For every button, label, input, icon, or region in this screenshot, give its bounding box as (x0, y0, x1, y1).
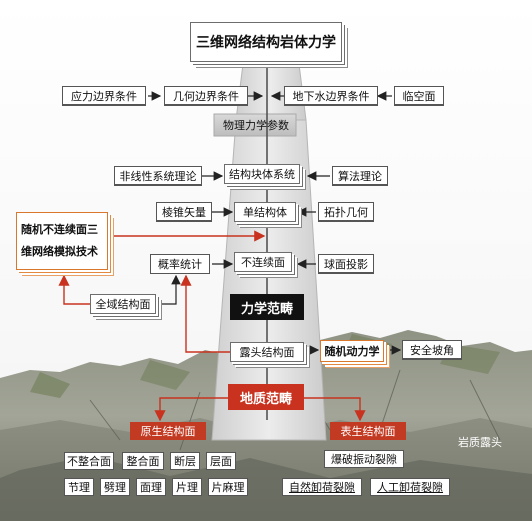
primary-item-cleavage: 劈理 (100, 478, 130, 496)
primary-item-foliation: 面理 (136, 478, 166, 496)
geology-paradigm-box: 地质范畴 (228, 384, 304, 410)
primary-item-gneissosity: 片麻理 (208, 478, 248, 496)
primary-item-fault: 断层 (170, 452, 200, 470)
safe-slope-label: 安全坡角 (410, 343, 454, 357)
probability-label: 概率统计 (158, 258, 202, 271)
free-face-node: 临空面 (394, 86, 444, 106)
spherical-projection-label: 球面投影 (324, 257, 368, 271)
groundwater-boundary-node: 地下水边界条件 (284, 86, 378, 106)
spherical-projection-node: 球面投影 (318, 254, 374, 274)
outcrop-plane-label: 露头结构面 (239, 346, 295, 359)
geometry-boundary-node: 几何边界条件 (164, 86, 248, 106)
title-box: 三维网络结构岩体力学 (190, 22, 342, 62)
primary-planes-header: 原生结构面 (130, 422, 206, 440)
probability-node: 概率统计 (150, 254, 210, 274)
physical-params-node: 物理力学参数 (218, 117, 294, 133)
topology-node: 拓扑几何 (318, 202, 374, 222)
primary-item-conformity: 整合面 (122, 452, 164, 470)
algorithm-theory-label: 算法理论 (338, 169, 382, 183)
global-plane-node: 全域结构面 (90, 294, 156, 314)
epigenetic-planes-header: 表生结构面 (330, 422, 406, 440)
topology-label: 拓扑几何 (324, 205, 368, 219)
primary-item-schistosity: 片理 (172, 478, 202, 496)
title: 三维网络结构岩体力学 (196, 35, 336, 51)
mechanics-paradigm-label: 力学范畴 (240, 301, 293, 317)
epigenetic-item-blasting: 爆破振动裂隙 (324, 450, 404, 468)
nonlinear-theory-node: 非线性系统理论 (114, 166, 202, 186)
random-dynamics-label: 随机动力学 (324, 345, 380, 358)
epigenetic-planes-header-label: 表生结构面 (340, 425, 396, 438)
block-system-node: 结构块体系统 (224, 164, 300, 184)
discontinuity-node: 不连续面 (234, 252, 292, 272)
random-sim-node: 随机不连续面三 维网络模拟技术 (16, 212, 108, 270)
epigenetic-item-artificial-unloading: 人工卸荷裂隙 (370, 478, 450, 496)
physical-params-label: 物理力学参数 (223, 119, 289, 132)
primary-item-unconformity: 不整合面 (64, 452, 114, 470)
single-block-node: 单结构体 (234, 202, 296, 222)
algorithm-theory-node: 算法理论 (332, 166, 388, 186)
stress-boundary-label: 应力边界条件 (71, 89, 137, 103)
nonlinear-theory-label: 非线性系统理论 (119, 169, 197, 183)
primary-planes-header-label: 原生结构面 (140, 425, 196, 438)
primary-item-bedding: 层面 (206, 452, 236, 470)
discontinuity-label: 不连续面 (241, 256, 285, 269)
cone-vector-label: 棱锥矢量 (162, 205, 206, 219)
single-block-label: 单结构体 (243, 206, 287, 219)
safe-slope-node: 安全坡角 (402, 340, 462, 360)
geology-paradigm-label: 地质范畴 (239, 391, 292, 407)
mechanics-paradigm-box: 力学范畴 (230, 294, 304, 320)
random-sim-line2: 维网络模拟技术 (21, 245, 98, 258)
free-face-label: 临空面 (402, 89, 436, 103)
random-dynamics-node: 随机动力学 (320, 340, 384, 362)
cone-vector-node: 棱锥矢量 (156, 202, 212, 222)
epigenetic-item-natural-unloading: 自然卸荷裂隙 (282, 478, 362, 496)
photo-caption: 岩质露头 (458, 436, 502, 449)
stress-boundary-node: 应力边界条件 (62, 86, 146, 106)
block-system-label: 结构块体系统 (229, 168, 295, 181)
geometry-boundary-label: 几何边界条件 (173, 89, 239, 103)
groundwater-boundary-label: 地下水边界条件 (292, 89, 370, 103)
outcrop-plane-node: 露头结构面 (230, 342, 304, 362)
primary-item-joint: 节理 (64, 478, 94, 496)
random-sim-line1: 随机不连续面三 (21, 223, 98, 236)
global-plane-label: 全域结构面 (95, 298, 151, 311)
